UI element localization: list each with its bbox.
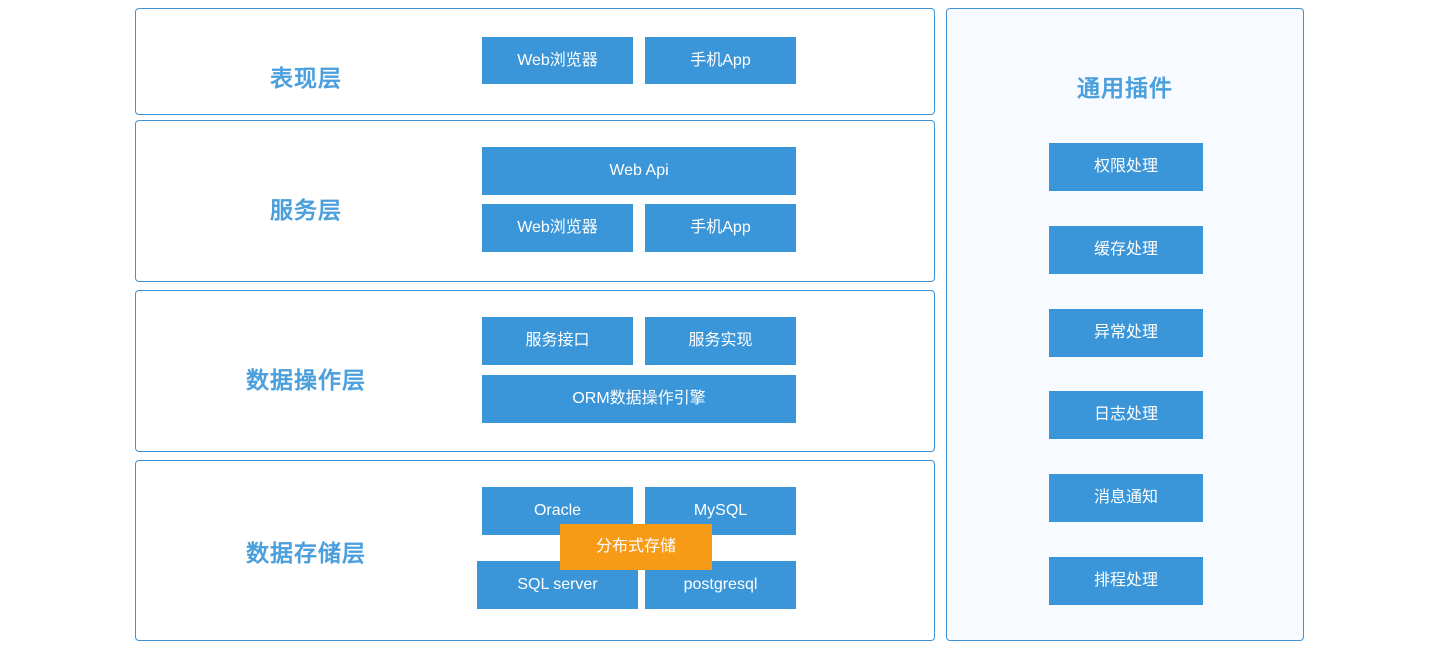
component-box[interactable]: 手机App bbox=[645, 204, 796, 252]
component-box[interactable]: 手机App bbox=[645, 37, 796, 84]
component-box[interactable]: 服务接口 bbox=[482, 317, 633, 365]
component-box[interactable]: Web浏览器 bbox=[482, 37, 633, 84]
component-box[interactable]: 分布式存储 bbox=[560, 524, 712, 570]
plugins-panel: 通用插件 权限处理缓存处理异常处理日志处理消息通知排程处理 bbox=[946, 8, 1304, 641]
layer-title-data-storage: 数据存储层 bbox=[246, 540, 366, 566]
plugin-item[interactable]: 排程处理 bbox=[1049, 557, 1203, 605]
plugin-item[interactable]: 消息通知 bbox=[1049, 474, 1203, 522]
layer-data-operation: 数据操作层 bbox=[135, 290, 935, 452]
layer-title-data-operation: 数据操作层 bbox=[246, 367, 366, 393]
plugin-item[interactable]: 缓存处理 bbox=[1049, 226, 1203, 274]
plugin-item[interactable]: 权限处理 bbox=[1049, 143, 1203, 191]
component-box[interactable]: ORM数据操作引擎 bbox=[482, 375, 796, 423]
plugin-item[interactable]: 日志处理 bbox=[1049, 391, 1203, 439]
layer-title-service: 服务层 bbox=[270, 197, 342, 223]
layer-title-presentation: 表现层 bbox=[270, 65, 342, 91]
layer-service: 服务层 bbox=[135, 120, 935, 282]
component-box[interactable]: Web浏览器 bbox=[482, 204, 633, 252]
component-box[interactable]: 服务实现 bbox=[645, 317, 796, 365]
plugin-item[interactable]: 异常处理 bbox=[1049, 309, 1203, 357]
plugins-panel-title: 通用插件 bbox=[1077, 75, 1173, 101]
component-box[interactable]: Web Api bbox=[482, 147, 796, 195]
